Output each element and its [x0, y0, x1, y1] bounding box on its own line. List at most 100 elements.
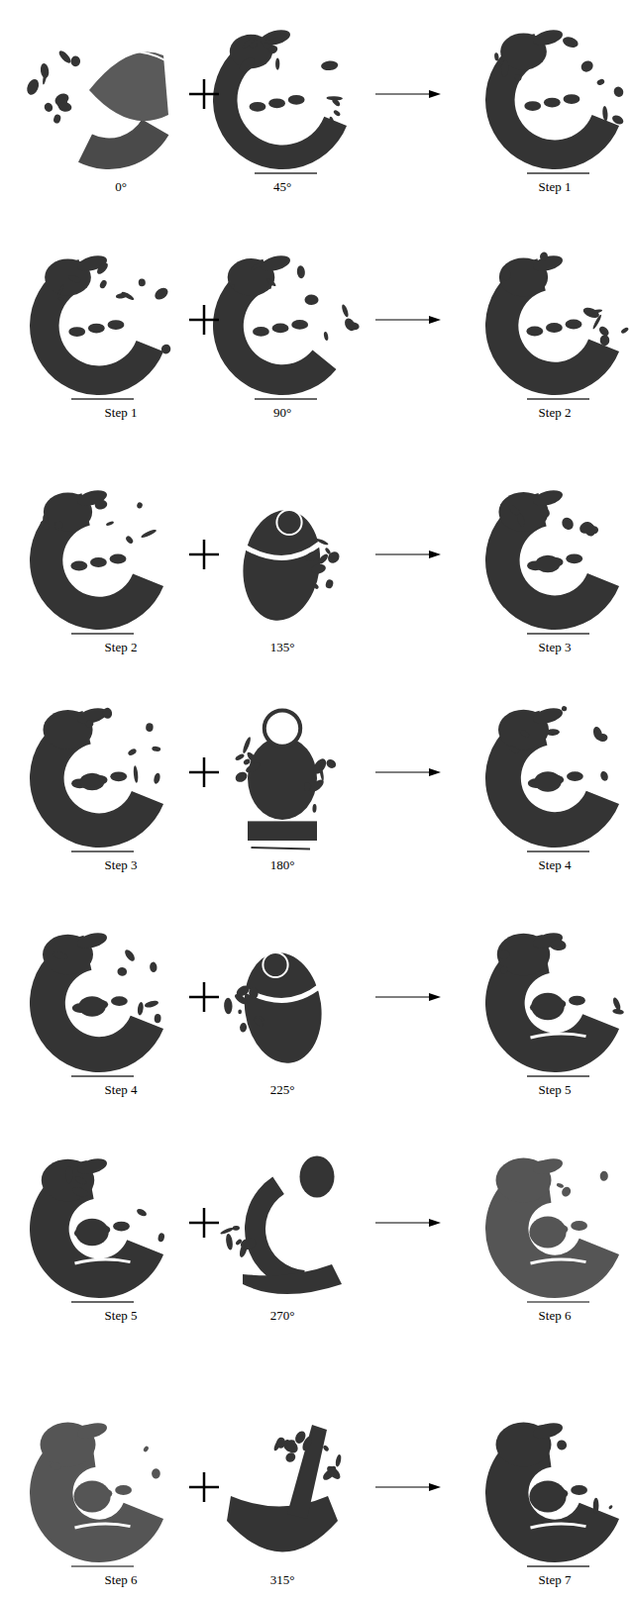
- scan-fragment: [84, 719, 95, 730]
- scan-fragment: [244, 760, 262, 775]
- scan-fragment: [135, 1208, 148, 1219]
- model-fill: [78, 996, 106, 1017]
- scan-fragment: [42, 101, 54, 113]
- view-caption: 225°: [270, 1082, 296, 1099]
- base-line: [71, 1566, 134, 1569]
- scan-fragment: [324, 1464, 343, 1482]
- scan-fragment: [267, 43, 280, 55]
- view-caption: 90°: [273, 405, 292, 422]
- model-band: [29, 711, 164, 848]
- scan-fragment: [537, 506, 552, 521]
- scan-fragment: [230, 284, 235, 290]
- base-line: [71, 398, 134, 401]
- scan-fragment: [152, 772, 161, 785]
- base-line: [526, 1566, 590, 1569]
- scan-fragment: [159, 342, 172, 356]
- gap-line: [530, 1260, 587, 1264]
- scan-fragment: [49, 1463, 62, 1473]
- model-fill: [528, 1217, 566, 1250]
- model-part: [530, 1156, 564, 1177]
- model-fill: [530, 993, 564, 1021]
- scan-fragment: [599, 1171, 609, 1183]
- model-fill: [533, 771, 561, 792]
- scan-fragment: [137, 278, 146, 287]
- model-body: [247, 737, 317, 821]
- scan-fragment: [219, 1227, 235, 1237]
- scan-fragment: [326, 1465, 338, 1477]
- model-finger: [109, 554, 127, 565]
- scan-fragment: [95, 261, 110, 277]
- scan-fragment: [304, 782, 312, 792]
- model-head: [300, 1157, 335, 1199]
- plus-sign: [189, 305, 219, 335]
- view-caption: Step 2: [105, 639, 138, 656]
- scan-fragment: [153, 1014, 162, 1025]
- scan-fragment: [67, 273, 83, 285]
- scan-fragment: [328, 115, 335, 123]
- gap-line: [244, 986, 321, 1002]
- scan-fragment: [152, 285, 171, 303]
- scan-image: [212, 26, 347, 174]
- model-finger: [114, 1485, 132, 1496]
- model-body: [237, 948, 329, 1069]
- scan-fragment: [497, 948, 512, 961]
- model-finger: [288, 95, 306, 106]
- scan-fragment: [312, 804, 317, 814]
- scan-fragment: [247, 987, 259, 1001]
- model-finger: [70, 561, 88, 572]
- scan-fragment: [151, 1469, 161, 1480]
- scan-image: [485, 251, 630, 400]
- scan-fragment: [499, 965, 510, 976]
- scan-fragment: [321, 1445, 330, 1454]
- scan-fragment: [245, 750, 258, 764]
- scan-fragment: [513, 73, 523, 83]
- scan-fragment: [38, 519, 52, 531]
- view-caption: 0°: [114, 179, 127, 196]
- model-band: [29, 493, 164, 631]
- model-part: [258, 252, 292, 274]
- scan-fragment: [74, 1175, 89, 1187]
- scan-fragment: [275, 57, 280, 70]
- model-finger: [68, 326, 86, 337]
- scan-fragment: [593, 1498, 600, 1515]
- scan-image: [24, 48, 169, 170]
- scan-fragment: [237, 1009, 242, 1015]
- scan-fragment: [249, 261, 264, 272]
- model-band: [212, 259, 336, 396]
- scan-fragment: [600, 334, 611, 346]
- view-caption: Step 3: [538, 639, 572, 656]
- plus-sign: [189, 1208, 219, 1239]
- scan-fragment: [239, 1023, 248, 1034]
- scan-fragment: [310, 562, 326, 575]
- model-band: [485, 258, 620, 396]
- scan-image: [485, 26, 626, 174]
- scan-fragment: [342, 316, 358, 333]
- scan-fragment: [538, 251, 549, 263]
- model-part: [530, 1420, 564, 1442]
- model-fill: [73, 1481, 110, 1514]
- model-band: [212, 34, 347, 170]
- scan-fragment: [560, 706, 568, 713]
- scan-fragment: [330, 97, 341, 107]
- model-band: [485, 33, 620, 170]
- scan-fragment: [324, 757, 338, 770]
- model-finger: [110, 996, 128, 1007]
- plus-sign: [189, 757, 219, 788]
- scan-fragment: [501, 268, 512, 282]
- plus-sign: [189, 539, 219, 570]
- scan-image: [223, 948, 329, 1069]
- scan-fragment: [596, 78, 606, 87]
- model-part: [75, 1156, 108, 1177]
- scan-fragment: [320, 60, 339, 72]
- scan-fragment: [296, 265, 306, 280]
- model-finger: [272, 322, 290, 333]
- scan-fragment: [54, 521, 65, 529]
- gap-line: [75, 1260, 131, 1264]
- view-caption: 45°: [273, 179, 292, 196]
- scan-fragment: [323, 546, 331, 555]
- view-caption: Step 4: [105, 1082, 138, 1099]
- scan-fragment: [71, 1185, 91, 1200]
- scan-fragment: [124, 534, 135, 545]
- model-part: [530, 26, 564, 48]
- model-finger: [543, 98, 561, 108]
